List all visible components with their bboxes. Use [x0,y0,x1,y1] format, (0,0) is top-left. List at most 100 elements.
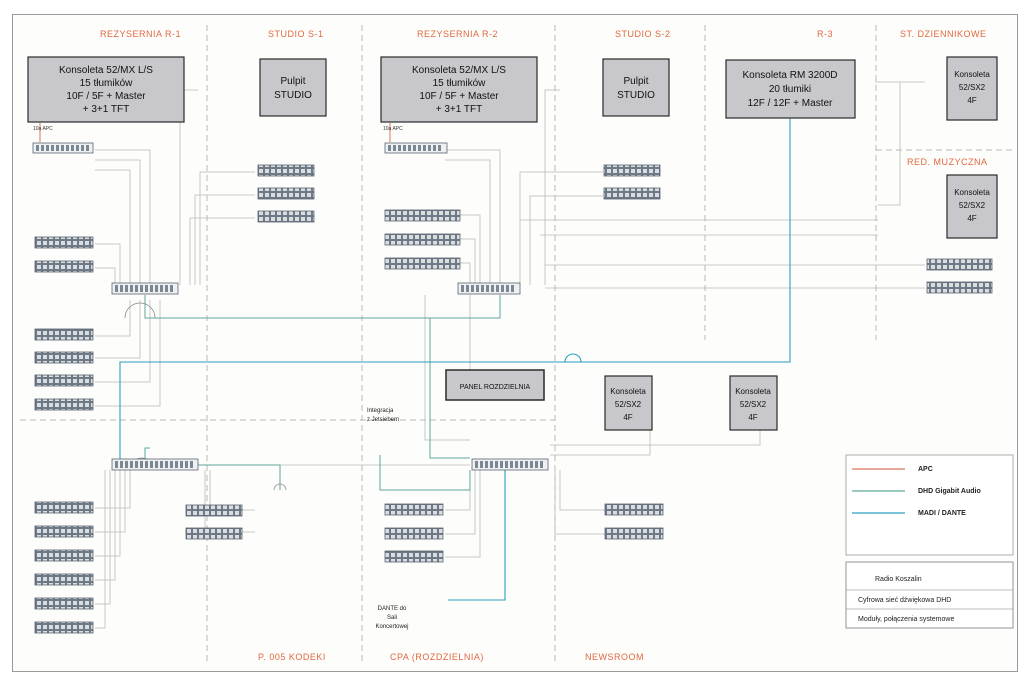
switch-port [120,461,123,468]
switch-port [130,461,133,468]
switch-port [471,285,474,292]
svg-text:+ 3+1 TFT: + 3+1 TFT [436,104,483,115]
switch-port [125,461,128,468]
switch-port [505,461,508,468]
switch-port [423,145,426,151]
dante-note-line2: Sali [387,615,397,621]
svg-text:52/SX2: 52/SX2 [740,400,767,409]
switch-port [540,461,543,468]
apc-links [39,123,391,142]
console-newsroom-2: Konsoleta 52/SX2 4F [729,375,778,431]
zone-label-cpa: CPA (ROZDZIELNIA) [390,652,484,662]
switch-port [418,145,421,151]
switch-port [466,285,469,292]
audio-io-module [604,527,664,540]
zone-label-r1: REZYSERNIA R-1 [100,29,181,39]
switch-port [500,461,503,468]
audio-io-module [384,209,461,222]
audio-io-module [34,236,94,249]
audio-io-module [34,549,94,562]
switch-port [393,145,396,151]
audio-io-module [34,398,94,411]
pulpit-s2: Pulpit STUDIO [602,58,670,117]
switch-port [155,461,158,468]
switch-port [190,461,193,468]
switch-port [125,285,128,292]
console-sd: Konsoleta 52/SX2 4F [946,56,998,121]
switch-port [36,145,39,151]
switch-port [438,145,441,151]
switch-port [46,145,49,151]
dhd-gigabit-links [144,295,501,491]
zone-label-s2: STUDIO S-2 [615,29,671,39]
switch-port [180,461,183,468]
madi-dante-links [119,118,791,601]
switch-port [491,285,494,292]
svg-text:52/SX2: 52/SX2 [959,201,986,210]
switch-port [403,145,406,151]
audio-io-module [185,527,243,540]
title-block-client: Radio Koszalin [875,576,922,583]
switch-port [86,145,89,151]
audio-io-module [34,597,94,610]
legend: APC DHD Gigabit Audio MADI / DANTE [845,454,1014,556]
svg-text:4F: 4F [967,96,976,105]
zone-titles: REZYSERNIA R-1 STUDIO S-1 REZYSERNIA R-2… [100,29,988,662]
switch-port [530,461,533,468]
svg-text:12F / 12F + Master: 12F / 12F + Master [748,98,833,109]
audio-io-module [384,503,444,516]
legend-label-dhd: DHD Gigabit Audio [918,488,981,495]
audio-io-module [604,503,664,516]
svg-text:4F: 4F [623,413,632,422]
switch-port [135,285,138,292]
audio-io-module [34,501,94,514]
switch-port [475,461,478,468]
svg-text:20 tłumiki: 20 tłumiki [769,84,811,95]
console-r3: Konsoleta RM 3200D 20 tłumiki 12F / 12F … [725,59,856,119]
audio-io-module [34,351,94,364]
switch-port [433,145,436,151]
switch-port [495,461,498,468]
zone-label-rm: RED. MUZYCZNA [907,157,988,167]
switch-port [506,285,509,292]
switch-port [413,145,416,151]
audio-io-module [257,210,315,223]
switch-port [120,285,123,292]
console-r2: Konsoleta 52/MX L/S 15 tłumików 10F / 5F… [380,56,538,123]
switch-port [476,285,479,292]
audio-io-module [384,527,444,540]
switch-port [175,461,178,468]
switch-port [485,461,488,468]
switch-port [525,461,528,468]
audio-io-module [384,257,461,270]
svg-text:Konsoleta 52/MX L/S: Konsoleta 52/MX L/S [59,65,153,76]
svg-text:Pulpit: Pulpit [280,76,305,87]
switch-port [185,461,188,468]
switch-port [520,461,523,468]
switch-port [496,285,499,292]
integration-note-line1: Integracja [367,408,394,414]
switch-port [165,285,168,292]
audio-io-module [34,573,94,586]
svg-text:10F / 5F + Master: 10F / 5F + Master [66,91,146,102]
audio-io-module [384,550,444,563]
switch-port [56,145,59,151]
zone-label-r2: REZYSERNIA R-2 [417,29,498,39]
switch-port [408,145,411,151]
zone-label-r3: R-3 [817,29,833,39]
switch-port [61,145,64,151]
switch-port [41,145,44,151]
switch-port [145,461,148,468]
switch-port [160,461,163,468]
switch-port [150,461,153,468]
dante-note-line1: DANTE do [378,606,407,612]
apc-label-r1: 10a APC [33,126,53,132]
title-block: Radio Koszalin Cyfrowa sieć dźwiękowa DH… [845,561,1014,629]
svg-text:Konsoleta: Konsoleta [954,70,990,79]
apc-label-r2: 10a APC [383,126,403,132]
zone-label-s1: STUDIO S-1 [268,29,324,39]
audio-io-module [926,281,993,294]
audio-io-module [384,233,461,246]
audio-io-module [34,260,94,273]
